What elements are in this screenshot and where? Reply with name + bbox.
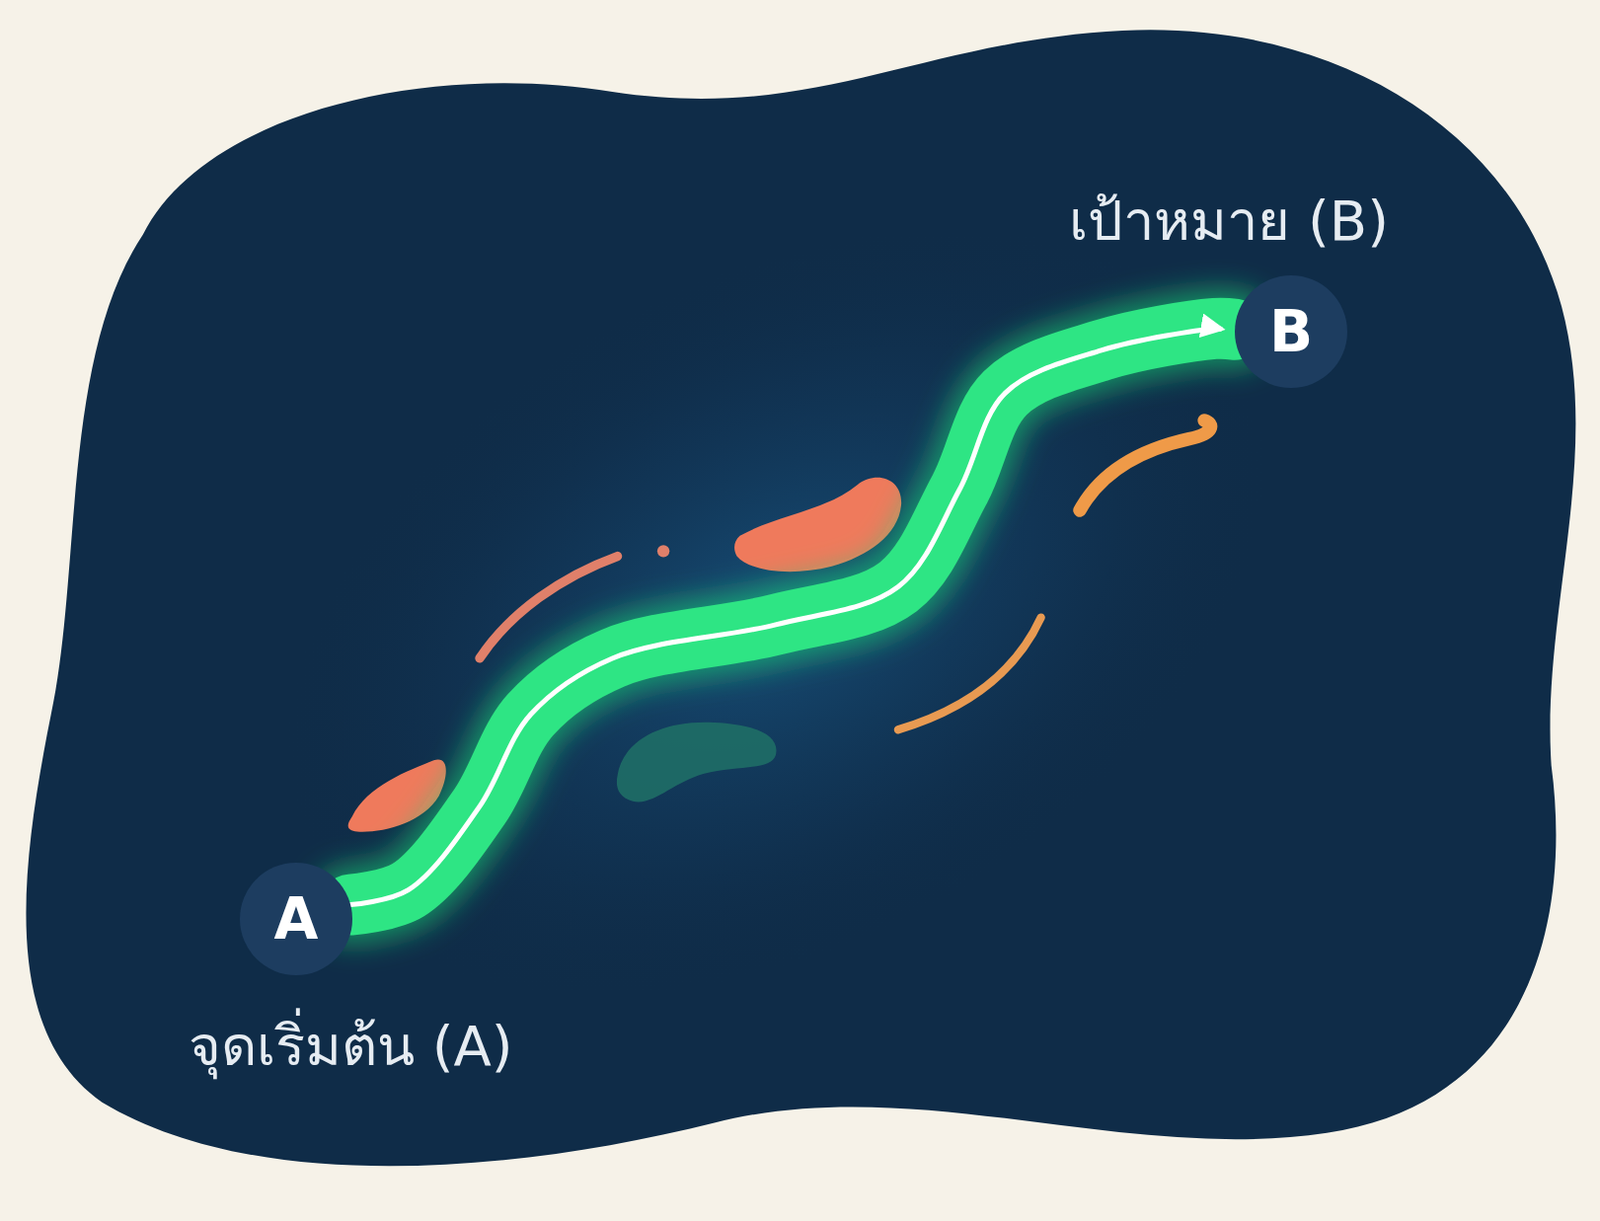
node-letter: B	[1269, 303, 1313, 361]
goal-node: เป้าหมาย (B)B	[1234, 275, 1348, 388]
node-caption: เป้าหมาย (B)	[1068, 187, 1389, 254]
obstacle-arc	[1079, 420, 1212, 511]
path-glow	[350, 328, 1235, 906]
path-band	[350, 328, 1235, 906]
glow-halo	[149, 66, 1403, 1159]
path-arrow-line	[350, 328, 1221, 906]
teal-blob	[616, 722, 777, 803]
node-letter: A	[273, 890, 318, 948]
obstacle-arc	[898, 617, 1042, 731]
backdrop-blob	[25, 29, 1576, 1166]
start-node: Aจุดเริ่มต้น (A)	[239, 862, 353, 976]
node-caption: จุดเริ่มต้น (A)	[188, 1012, 514, 1079]
obstacle-dot	[657, 544, 670, 557]
path-connector	[350, 328, 1235, 906]
